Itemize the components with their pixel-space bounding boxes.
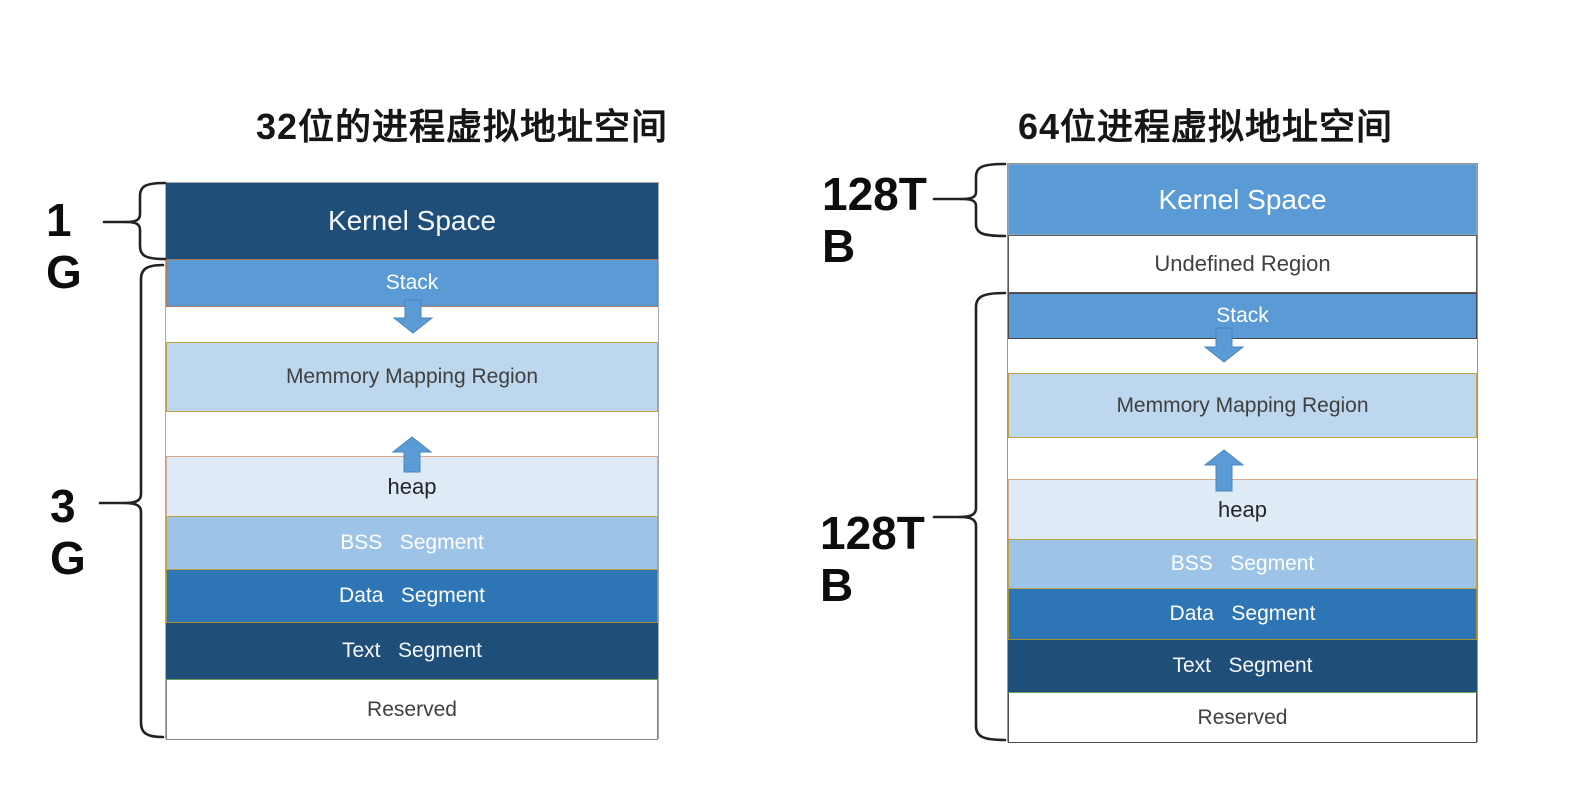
size-label-line: 128T: [820, 507, 925, 559]
segment-label: heap: [1218, 496, 1267, 522]
size-label-line: 1: [46, 194, 72, 246]
gap-row: [166, 412, 658, 456]
segment-label: Kernel Space: [327, 205, 497, 236]
size-label-line: 128T: [822, 168, 927, 220]
segment-heap: heap: [1008, 479, 1477, 540]
address-space-column-32bit: Kernel Space Stack Memmory Mapping Regio…: [165, 182, 659, 740]
segment-label: Stack: [1216, 304, 1269, 327]
segment-stack: Stack: [166, 259, 658, 307]
segment-kernel-space: Kernel Space: [166, 183, 658, 259]
address-space-column-64bit: Kernel Space Undefined Region Stack Memm…: [1007, 163, 1478, 743]
brace-128tb-top: [960, 162, 1007, 238]
segment-label: Kernel Space: [1158, 183, 1327, 215]
segment-text: Text Segment: [166, 623, 658, 680]
size-label-line: 3: [50, 480, 76, 532]
diagram-title-32bit: 32位的进程虚拟地址空间: [256, 106, 669, 147]
size-label-line: G: [46, 246, 82, 298]
size-label-3g: 3 G: [50, 480, 86, 584]
segment-label: Memmory Mapping Region: [285, 365, 539, 388]
segment-label: Undefined Region: [1154, 251, 1331, 276]
diagram-title-64bit: 64位进程虚拟地址空间: [1018, 106, 1394, 147]
brace-1g: [124, 181, 167, 261]
segment-label: Data Segment: [1169, 602, 1316, 625]
segment-memory-mapping-region: Memmory Mapping Region: [1008, 373, 1477, 438]
size-label-128tb-top: 128T B: [822, 168, 927, 272]
segment-stack: Stack: [1008, 293, 1477, 339]
segment-heap: heap: [166, 456, 658, 517]
segment-label: Data Segment: [339, 584, 485, 607]
size-label-line: G: [50, 532, 86, 584]
segment-reserved: Reserved: [1008, 693, 1477, 743]
size-label-128tb-bottom: 128T B: [820, 507, 925, 611]
segment-bss: BSS Segment: [1008, 540, 1477, 589]
size-label-line: B: [822, 220, 856, 272]
segment-label: Stack: [385, 271, 439, 294]
segment-label: Text Segment: [341, 639, 483, 662]
gap-row: [1008, 339, 1477, 373]
segment-text: Text Segment: [1008, 640, 1477, 693]
segment-kernel-space: Kernel Space: [1008, 164, 1477, 235]
gap-row: [1008, 438, 1477, 479]
segment-label: BSS Segment: [340, 531, 484, 554]
segment-label: Reserved: [1197, 705, 1288, 729]
brace-3g: [123, 263, 165, 739]
segment-reserved: Reserved: [166, 680, 658, 740]
segment-label: Text Segment: [1172, 654, 1313, 677]
size-label-1g: 1 G: [46, 194, 82, 298]
segment-data: Data Segment: [1008, 589, 1477, 640]
segment-bss: BSS Segment: [166, 517, 658, 570]
segment-label: Memmory Mapping Region: [1116, 393, 1369, 417]
segment-label: Reserved: [367, 697, 457, 721]
segment-label: heap: [387, 473, 437, 499]
segment-label: BSS Segment: [1170, 552, 1315, 575]
size-label-line: B: [820, 559, 854, 611]
gap-row: [166, 307, 658, 342]
brace-128tb-bottom: [958, 291, 1007, 742]
segment-undefined-region: Undefined Region: [1008, 235, 1477, 293]
segment-memory-mapping-region: Memmory Mapping Region: [166, 342, 658, 412]
segment-data: Data Segment: [166, 570, 658, 623]
